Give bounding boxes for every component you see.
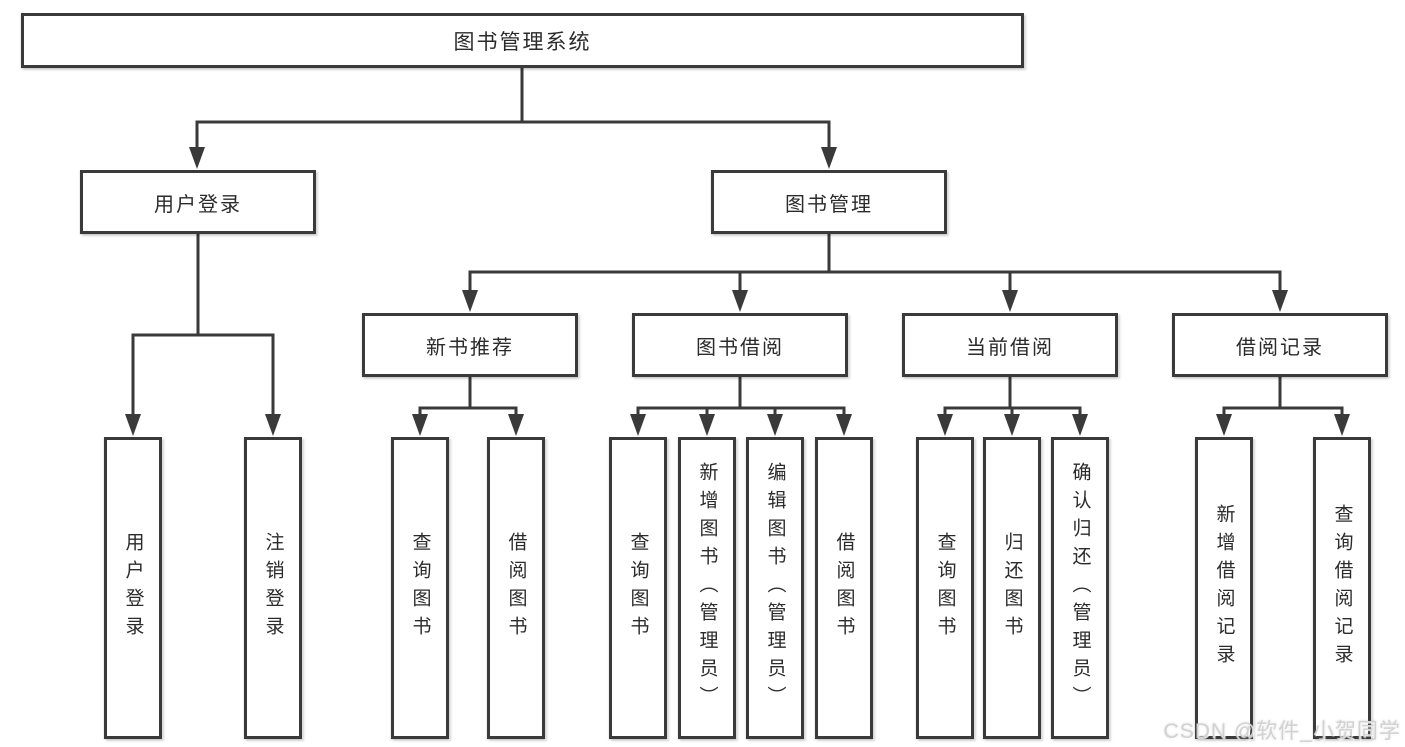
leaf-edit-book-admin: 编辑图书（管理员）: [746, 437, 804, 739]
leaf-confirm-return-admin: 确认归还（管理员）: [1051, 437, 1109, 739]
node-library-management-system: 图书管理系统: [21, 13, 1024, 68]
leaf-borrow-books: 借阅图书: [815, 437, 873, 739]
leaf-add-borrow-record: 新增借阅记录: [1195, 437, 1253, 739]
leaf-query-books-borrow: 查询图书: [609, 437, 667, 739]
leaf-borrow-books-recommend: 借阅图书: [487, 437, 545, 739]
leaf-return-book: 归还图书: [983, 437, 1041, 739]
leaf-query-books-current: 查询图书: [916, 437, 974, 739]
leaf-logout: 注销登录: [244, 437, 302, 739]
node-current-borrow: 当前借阅: [902, 313, 1118, 377]
leaf-query-books-recommend: 查询图书: [391, 437, 449, 739]
node-new-book-recommend: 新书推荐: [362, 313, 578, 377]
node-book-borrow: 图书借阅: [632, 313, 848, 377]
leaf-add-book-admin: 新增图书（管理员）: [678, 437, 736, 739]
leaf-user-login: 用户登录: [104, 437, 162, 739]
node-user-login: 用户登录: [80, 170, 316, 234]
node-borrow-records: 借阅记录: [1172, 313, 1388, 377]
leaf-query-borrow-record: 查询借阅记录: [1313, 437, 1371, 739]
node-book-management: 图书管理: [711, 170, 947, 234]
csdn-watermark: CSDN @软件_小贺同学: [1163, 720, 1401, 743]
